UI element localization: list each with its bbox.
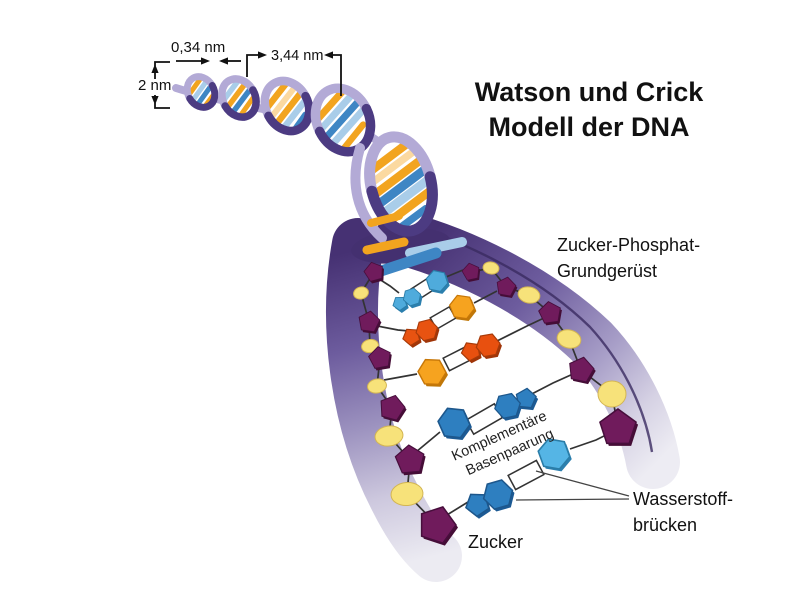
phosphate-circle xyxy=(390,481,424,507)
helix-coil xyxy=(183,73,219,111)
dna-double-helix xyxy=(172,73,403,170)
phosphate-circle xyxy=(361,338,379,354)
phosphate-circle xyxy=(597,380,627,408)
measurement-annotations: 0,34 nm 3,44 nm 2 nm xyxy=(138,39,342,109)
phosphate-circle xyxy=(374,425,404,447)
right-backbone-band xyxy=(375,211,680,489)
arrow-up-icon xyxy=(151,64,159,73)
arrow-right-icon xyxy=(201,57,210,65)
phosphate-circle xyxy=(517,286,541,304)
sugar-label: Zucker xyxy=(468,532,523,552)
backbone-label-line2: Grundgerüst xyxy=(557,261,657,281)
helix-coil-large xyxy=(364,131,438,237)
diagram-title-line1: Watson und Crick xyxy=(475,77,704,107)
helix-coil xyxy=(260,75,314,137)
unwinding-base-stripes xyxy=(362,212,467,278)
arrow-left-icon xyxy=(324,51,333,59)
arrow-right-icon xyxy=(258,51,267,59)
left-backbone-band xyxy=(326,218,462,582)
phosphate-circle xyxy=(556,329,582,349)
hbond-pointer-line xyxy=(515,498,630,501)
phosphate-circle xyxy=(367,378,387,394)
diagram-title-line2: Modell der DNA xyxy=(488,112,689,142)
hbond-pointer-line xyxy=(535,470,630,497)
hydrogen-bond-label-line2: brücken xyxy=(633,515,697,535)
turn-measurement-label: 3,44 nm xyxy=(271,48,323,64)
base-purine-blue xyxy=(461,478,516,519)
diameter-measurement-label: 2 nm xyxy=(138,77,171,94)
helix-coil xyxy=(218,74,260,122)
phosphate-circle xyxy=(482,261,500,275)
rise-measurement-label: 0,34 nm xyxy=(171,39,225,56)
phosphate-circle xyxy=(353,286,369,300)
phosphate-circles xyxy=(353,261,627,507)
backbone-label-line1: Zucker-Phosphat- xyxy=(557,235,700,255)
arrow-left-icon xyxy=(219,57,228,65)
hydrogen-bond-label-line1: Wasserstoff- xyxy=(633,489,733,509)
helix-coil xyxy=(310,80,376,157)
helix-front-ribbon xyxy=(350,143,387,243)
